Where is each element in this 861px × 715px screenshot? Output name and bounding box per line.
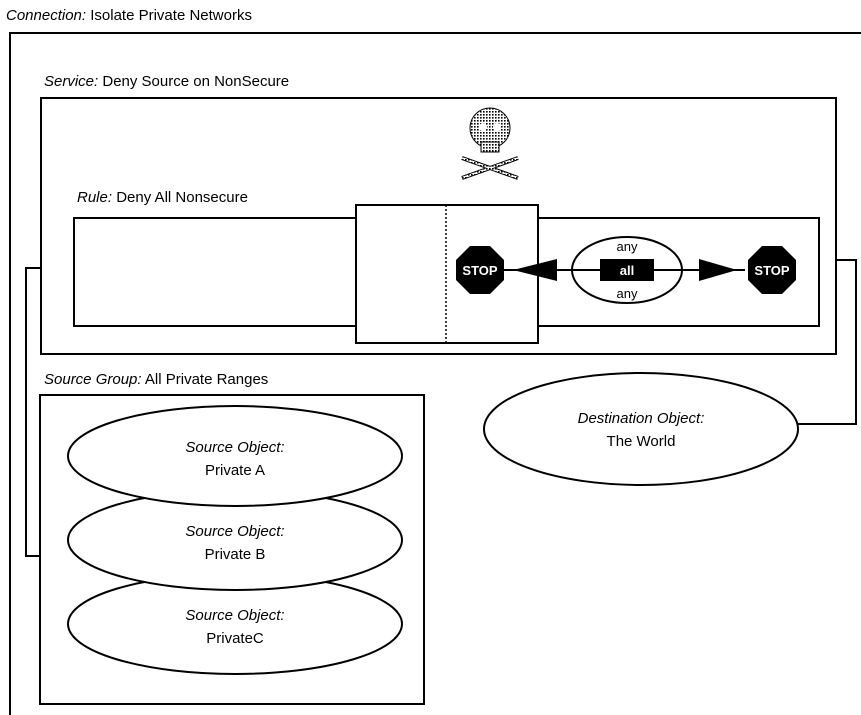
rule-center-box bbox=[355, 204, 539, 344]
stop-sign-left-icon: STOP bbox=[456, 246, 504, 294]
skull-crossbones-icon bbox=[461, 107, 519, 180]
arrow-right-icon bbox=[699, 259, 737, 281]
protocol-top-label: any bbox=[617, 239, 638, 254]
stop-sign-right-icon: STOP bbox=[748, 246, 796, 294]
service-box bbox=[40, 97, 837, 355]
destination-object-label: Destination Object: bbox=[578, 410, 705, 427]
protocol-bottom-label: any bbox=[617, 286, 638, 301]
source-object-name: PrivateC bbox=[206, 630, 264, 647]
source-object-name: Private A bbox=[205, 462, 265, 479]
protocol-middle-label: all bbox=[620, 263, 634, 278]
svg-text:STOP: STOP bbox=[754, 263, 789, 278]
source-object-oval bbox=[67, 405, 403, 507]
arrow-left-icon bbox=[513, 259, 557, 281]
destination-connector bbox=[796, 259, 857, 425]
service-title: Service: Deny Source on NonSecure bbox=[44, 73, 289, 90]
rule-title: Rule: Deny All Nonsecure bbox=[77, 189, 248, 206]
source-object-label: Source Object: bbox=[185, 439, 284, 456]
svg-text:STOP: STOP bbox=[462, 263, 497, 278]
rule-left-panel bbox=[73, 217, 357, 327]
protocol-all-box bbox=[600, 259, 654, 281]
destination-object-name: The World bbox=[607, 433, 676, 450]
source-connector bbox=[25, 267, 42, 557]
source-group-box bbox=[39, 394, 425, 705]
source-object-label: Source Object: bbox=[185, 523, 284, 540]
source-object-label: Source Object: bbox=[185, 607, 284, 624]
source-object-name: Private B bbox=[205, 546, 266, 563]
connection-frame bbox=[9, 32, 861, 715]
connection-title: Connection: Isolate Private Networks bbox=[6, 7, 252, 24]
destination-object-oval bbox=[483, 372, 799, 486]
source-group-title: Source Group: All Private Ranges bbox=[44, 371, 268, 388]
